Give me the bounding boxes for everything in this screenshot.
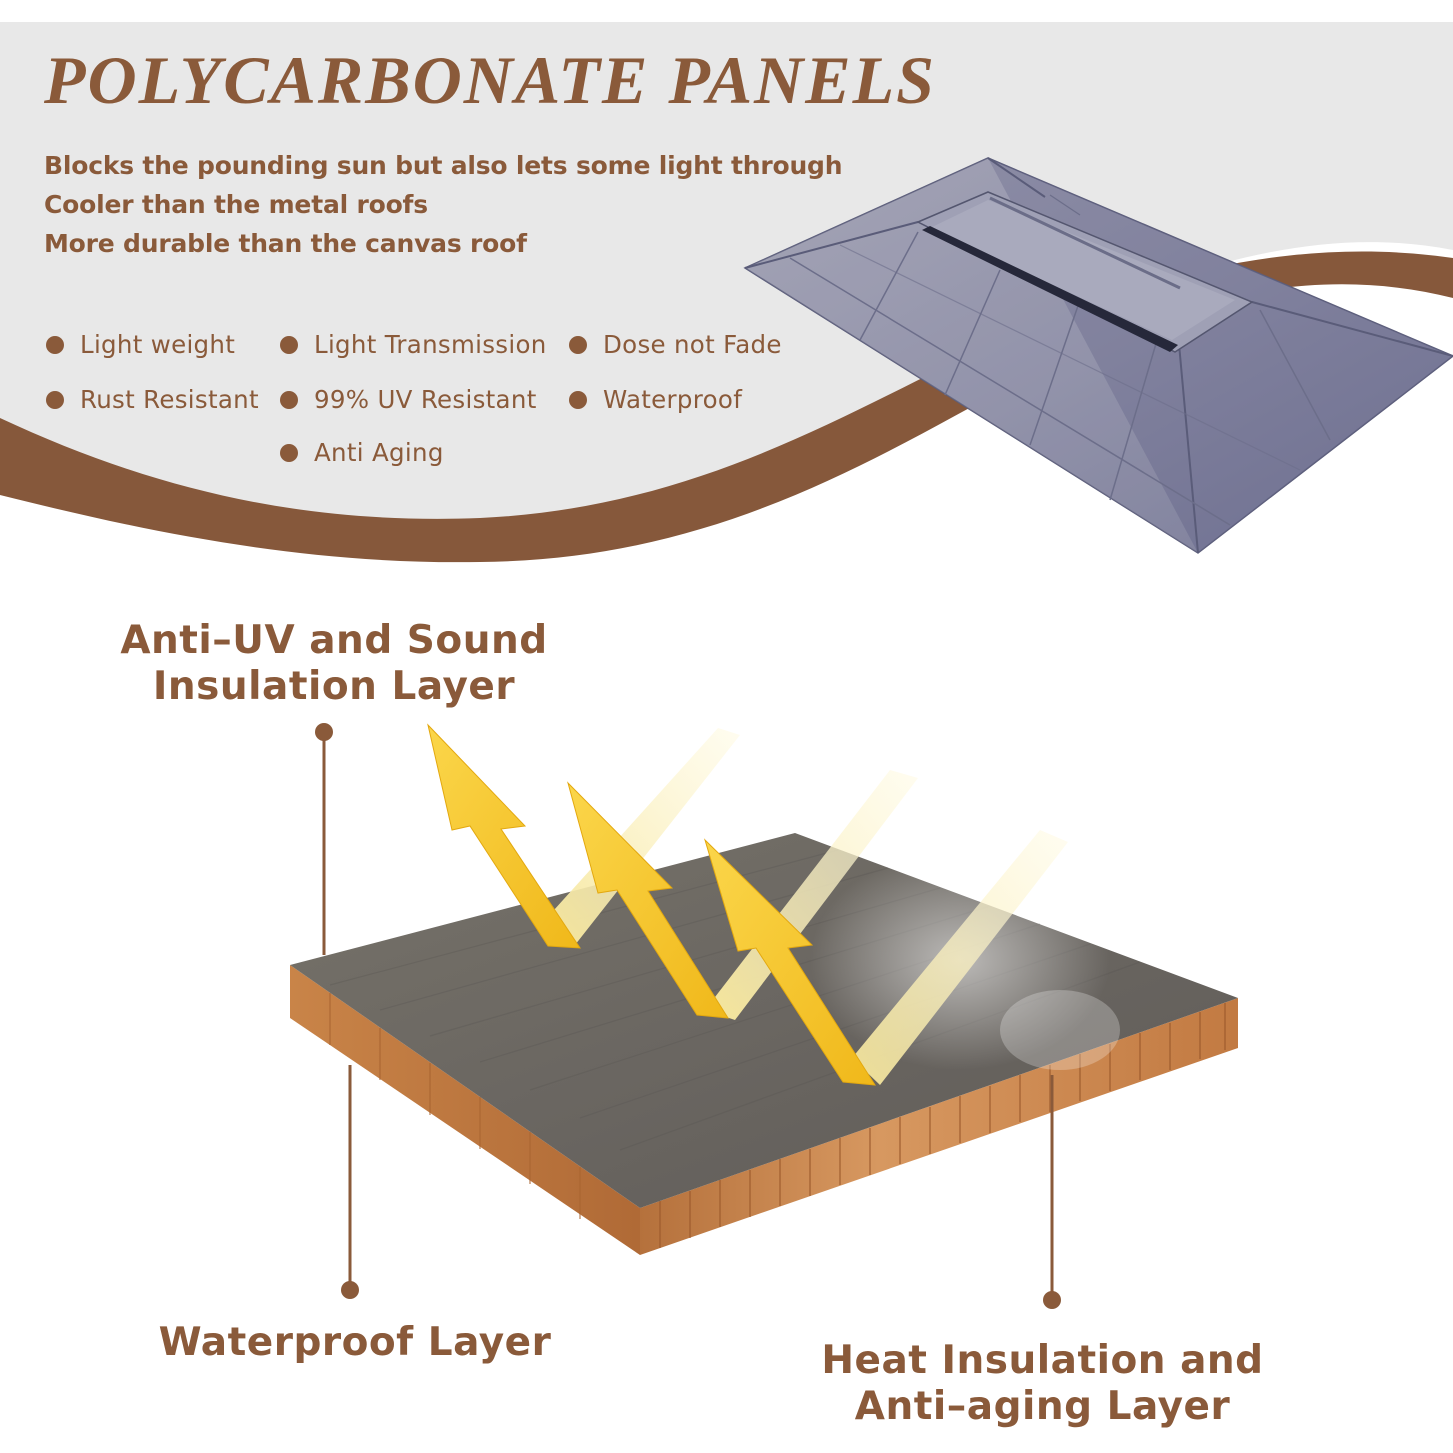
tagline-list: Blocks the pounding sun but also lets so… [44,146,843,263]
label-line: Heat Insulation and [821,1338,1264,1383]
reflection-arrows-image [427,723,1068,1086]
feature-rust-resistant: Rust Resistant [46,385,259,414]
feature-label: Waterproof [603,385,743,414]
tagline-item: Blocks the pounding sun but also lets so… [44,151,843,180]
feature-label: Rust Resistant [80,385,259,414]
feature-label: Light Transmission [314,330,547,359]
heat-insulation-layer-label: Heat Insulation and Anti–aging Layer [800,1338,1285,1430]
feature-uv-resistant: 99% UV Resistant [280,385,537,414]
waterproof-layer-label: Waterproof Layer [140,1320,570,1366]
bullet-dot [280,390,298,409]
feature-light-weight: Light weight [46,330,235,359]
layered-sheet-image [290,833,1238,1255]
bullet-dot [280,443,298,462]
bullet-dot [46,335,64,354]
bullet-dot [569,390,587,409]
page-title: POLYCARBONATE PANELS [44,42,936,118]
bullet-dot [280,335,298,354]
feature-light-transmission: Light Transmission [280,330,547,359]
feature-does-not-fade: Dose not Fade [569,330,782,359]
tagline-item: More durable than the canvas roof [44,229,527,258]
feature-label: Light weight [80,330,236,359]
label-line: Anti–aging Layer [854,1384,1231,1429]
label-line: Waterproof Layer [158,1320,552,1365]
bullet-dot [46,390,64,409]
leader-lines [315,723,1061,1309]
feature-label: Dose not Fade [603,330,782,359]
feature-label: Anti Aging [314,438,444,467]
label-line: Insulation Layer [152,664,516,709]
tagline-item: Cooler than the metal roofs [44,190,428,219]
label-line: Anti–UV and Sound [120,618,548,663]
roof-panel-image [743,157,1453,554]
feature-anti-aging: Anti Aging [280,438,444,467]
feature-label: 99% UV Resistant [314,385,537,414]
bullet-dot [569,335,587,354]
anti-uv-layer-label: Anti–UV and Sound Insulation Layer [100,618,568,710]
feature-waterproof: Waterproof [569,385,742,414]
